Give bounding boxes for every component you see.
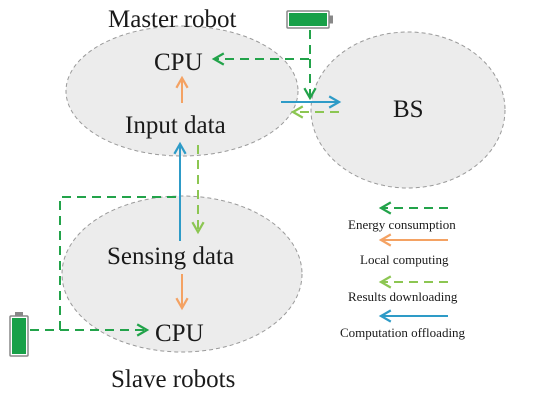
slave-robots-label: Slave robots — [111, 366, 235, 393]
legend: Energy consumption Local computing Resul… — [340, 201, 466, 340]
legend-energy-label: Energy consumption — [348, 217, 456, 232]
bs-node — [310, 31, 506, 189]
legend-local-label: Local computing — [360, 252, 449, 267]
legend-offloading-label: Computation offloading — [340, 325, 466, 340]
slave-cpu-label: CPU — [155, 320, 204, 347]
bs-label: BS — [393, 96, 424, 123]
legend-results-label: Results downloading — [348, 289, 458, 304]
master-robot-label: Master robot — [108, 6, 236, 33]
input-data-label: Input data — [125, 112, 226, 139]
energy-arrow-slave — [30, 196, 180, 331]
master-cpu-label: CPU — [154, 49, 203, 76]
battery-icon — [9, 312, 29, 357]
sensing-data-label: Sensing data — [107, 243, 234, 270]
energy-arrow-master — [211, 30, 311, 66]
battery-icon — [286, 10, 333, 29]
